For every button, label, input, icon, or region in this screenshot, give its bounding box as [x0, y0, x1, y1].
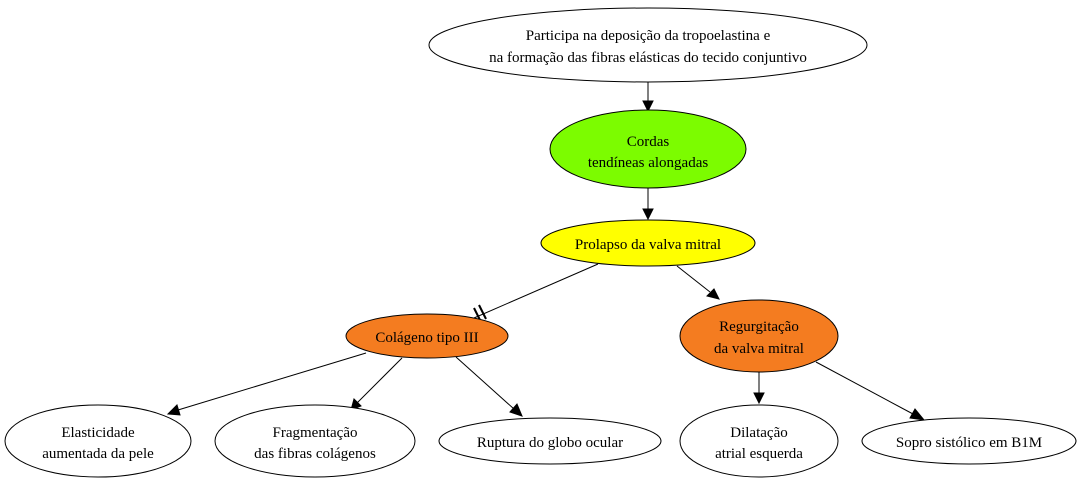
node-elasticidade-line2: aumentada da pele — [42, 446, 154, 462]
edge-colageno-to-elasticidade — [166, 352, 367, 416]
edge-tropoelastin-to-cordas — [642, 82, 654, 113]
node-colageno-shape — [345, 313, 509, 359]
node-dilatacao: Dilatação atrial esquerda — [679, 404, 839, 478]
node-dilatacao-shape — [679, 404, 839, 478]
node-prolapso-shape — [540, 219, 756, 267]
node-dilatacao-line1: Dilatação — [730, 425, 787, 441]
node-cordas-shape — [549, 109, 747, 189]
node-sopro-shape — [861, 417, 1077, 465]
edge-regurgitacao-to-sopro — [815, 361, 926, 421]
node-regurgitacao-shape — [679, 299, 839, 373]
node-fragmentacao: Fragmentação das fibras colágenos — [214, 404, 416, 478]
node-cordas: Cordas tendíneas alongadas — [549, 109, 747, 189]
node-fragmentacao-line2: das fibras colágenos — [254, 446, 376, 462]
node-ruptura-shape — [438, 417, 662, 465]
edge-prolapso-to-colageno — [473, 263, 599, 323]
node-elasticidade-shape — [4, 404, 192, 478]
edges — [166, 82, 926, 421]
node-sopro-line1: Sopro sistólico em B1M — [896, 435, 1042, 451]
node-regurgitacao-line2: da valva mitral — [714, 341, 804, 357]
node-sopro: Sopro sistólico em B1M — [861, 417, 1077, 465]
node-ruptura: Ruptura do globo ocular — [438, 417, 662, 465]
node-regurgitacao-line1: Regurgitação — [719, 319, 799, 335]
node-tropoelastin-shape — [428, 7, 868, 83]
node-cordas-line2: tendíneas alongadas — [588, 155, 709, 171]
edge-colageno-to-fragmentacao — [350, 357, 403, 411]
edge-regurgitacao-to-dilatacao — [753, 371, 765, 405]
edge-colageno-to-ruptura — [455, 356, 523, 417]
node-ruptura-line1: Ruptura do globo ocular — [477, 435, 623, 451]
node-elasticidade: Elasticidade aumentada da pele — [4, 404, 192, 478]
node-prolapso-line1: Prolapso da valva mitral — [575, 237, 721, 253]
node-dilatacao-line2: atrial esquerda — [715, 446, 803, 462]
edge-cordas-to-prolapso — [642, 188, 654, 221]
node-prolapso: Prolapso da valva mitral — [540, 219, 756, 267]
node-elasticidade-line1: Elasticidade — [61, 425, 135, 441]
node-tropoelastin-line1: Participa na deposição da tropoelastina … — [526, 28, 771, 44]
node-fragmentacao-line1: Fragmentação — [273, 425, 358, 441]
node-colageno: Colágeno tipo III — [345, 313, 509, 359]
node-fragmentacao-shape — [214, 404, 416, 478]
node-colageno-line1: Colágeno tipo III — [375, 330, 478, 346]
edge-prolapso-to-regurgitacao — [676, 265, 720, 300]
node-tropoelastin: Participa na deposição da tropoelastina … — [428, 7, 868, 83]
node-tropoelastin-line2: na formação das fibras elásticas do teci… — [489, 50, 807, 66]
node-cordas-line1: Cordas — [627, 134, 670, 150]
node-regurgitacao: Regurgitação da valva mitral — [679, 299, 839, 373]
